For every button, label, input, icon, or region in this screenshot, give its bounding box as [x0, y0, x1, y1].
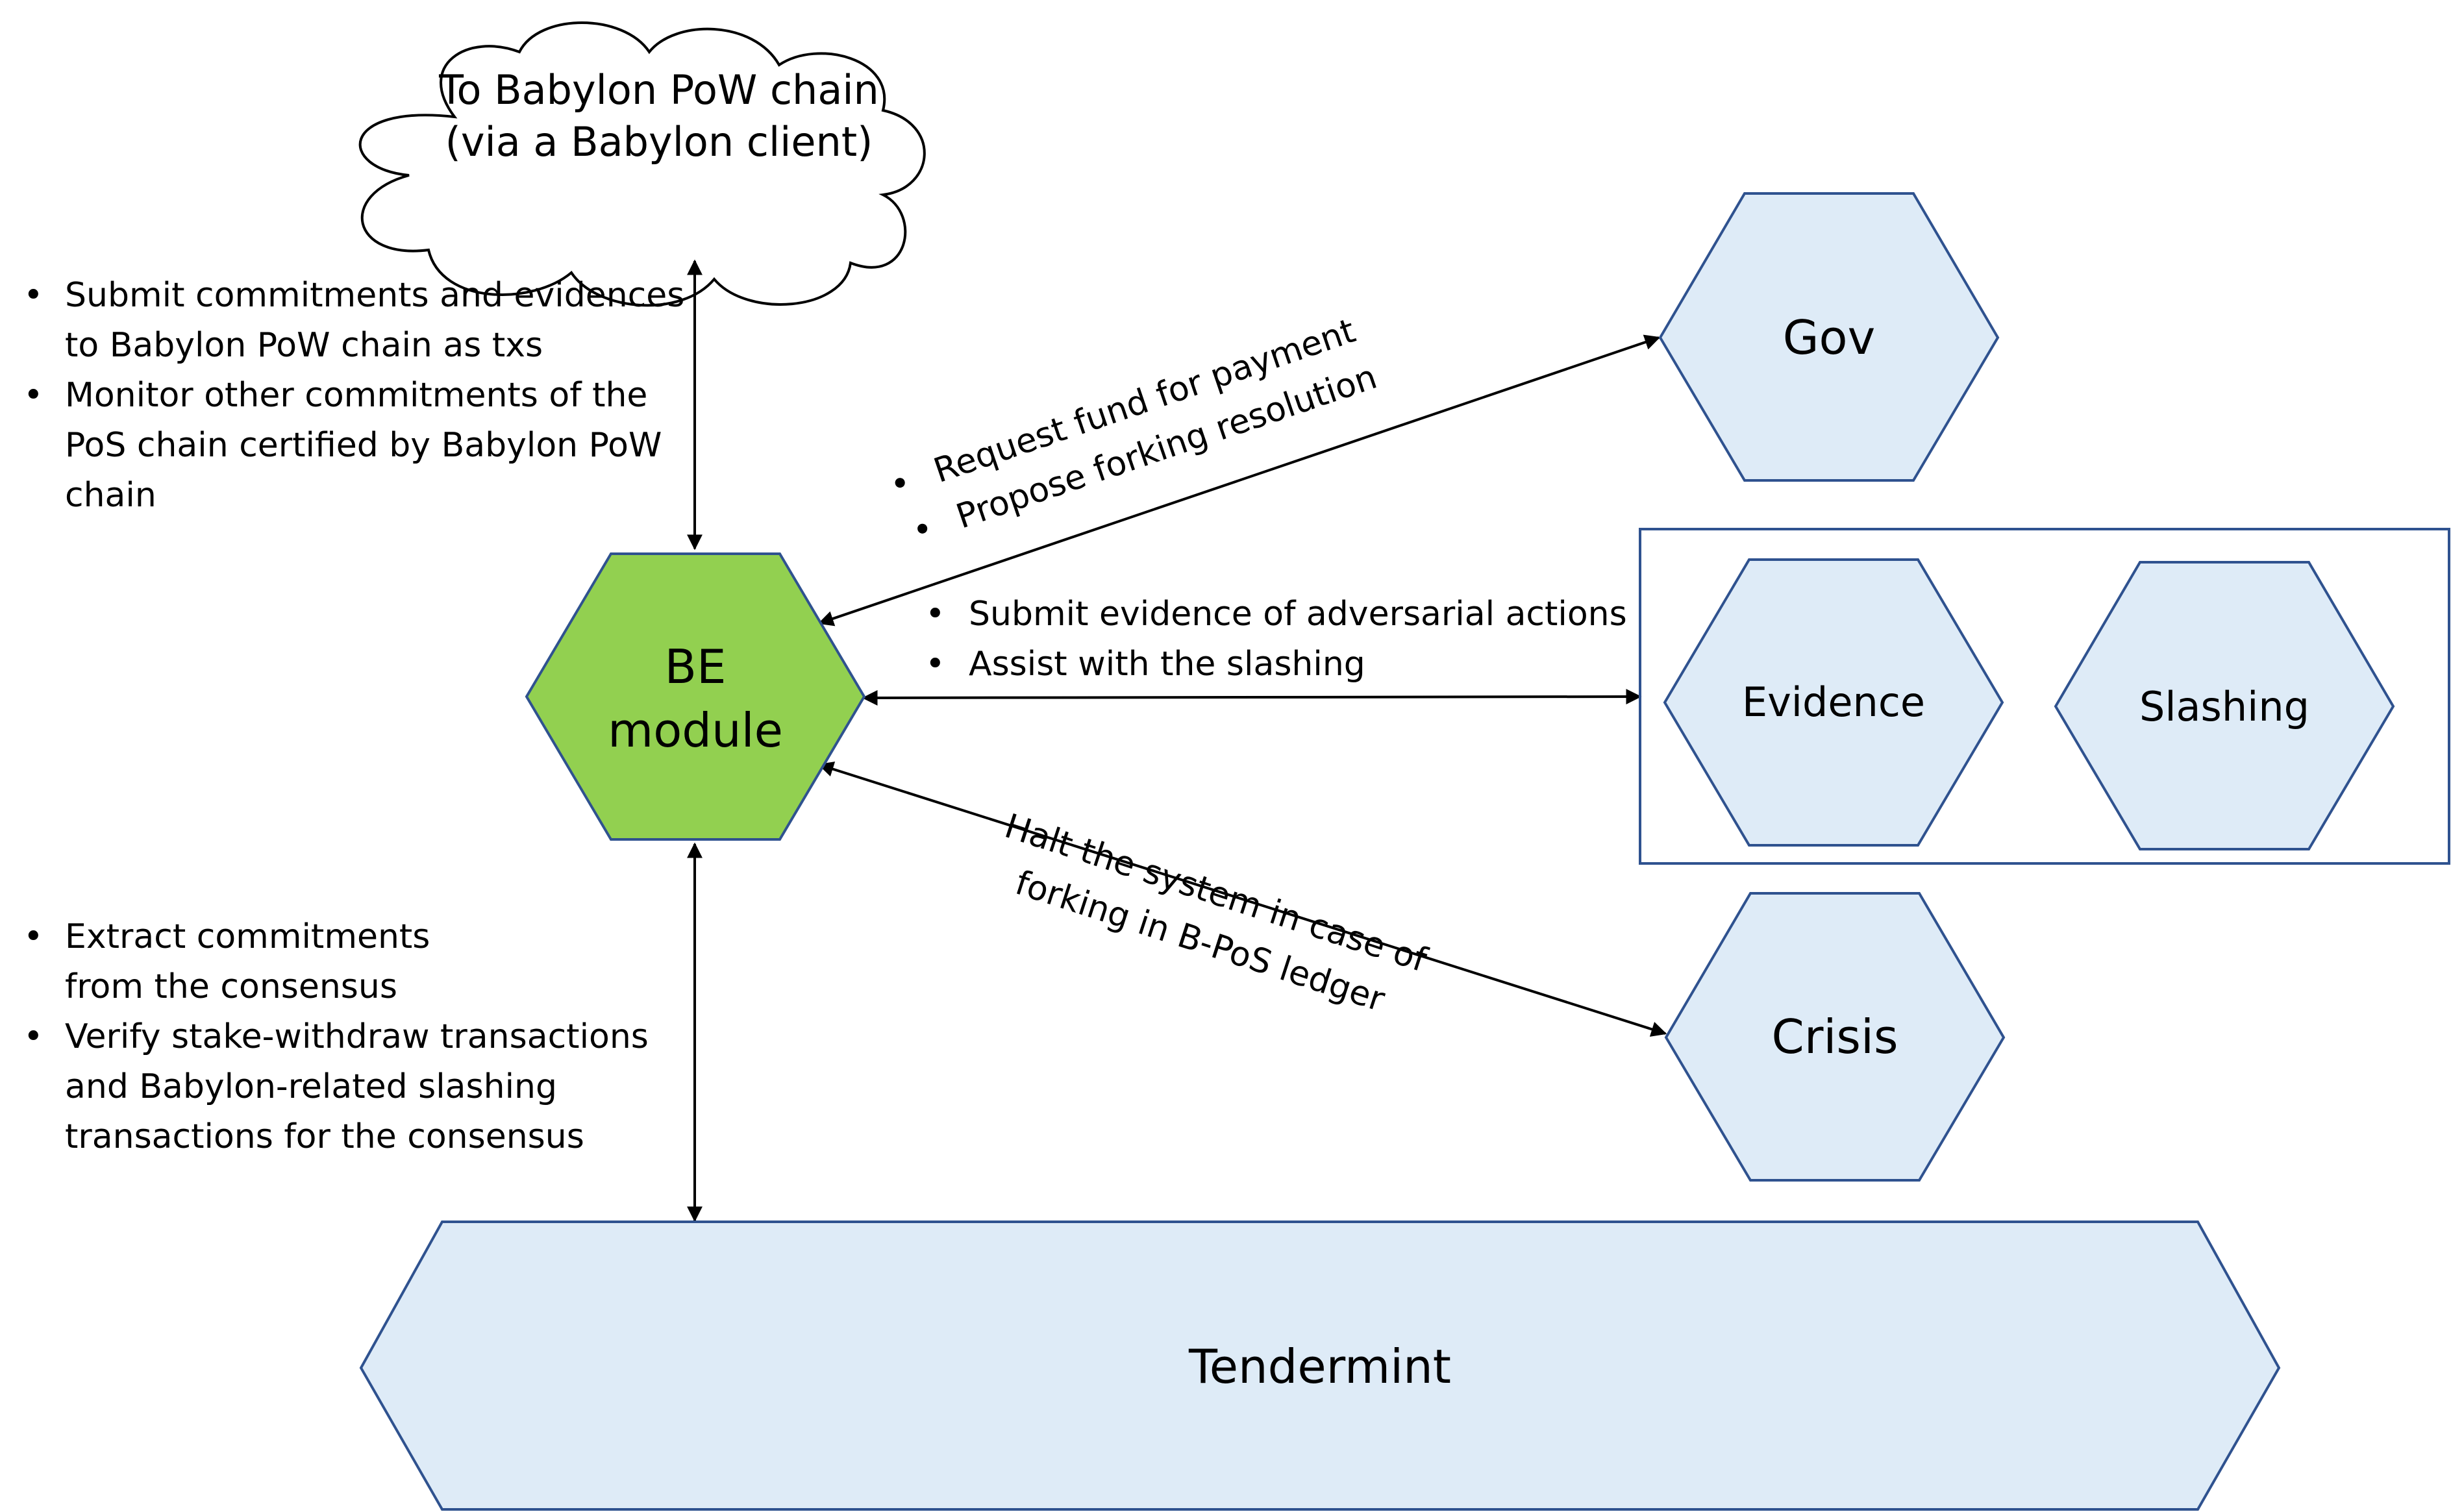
- crisis-label: Crisis: [1772, 1010, 1898, 1064]
- note-line: PoS chain certified by Babylon PoW: [65, 426, 662, 465]
- note-line: Submit evidence of adversarial actions: [969, 595, 1627, 634]
- gov-node: Gov: [1658, 192, 2000, 482]
- note-line: from the consensus: [65, 967, 397, 1006]
- tendermint-label: Tendermint: [1188, 1339, 1451, 1394]
- connector-be-gov: [817, 334, 1661, 626]
- notes-bottom-left: • Extract commitments from the consensus…: [23, 917, 649, 1156]
- evidence-node: Evidence: [1663, 558, 2004, 847]
- note-line: Assist with the slashing: [969, 645, 1365, 684]
- be-module-label-line1: BE: [665, 639, 727, 694]
- notes-top-left: • Submit commitments and evidences to Ba…: [23, 276, 684, 515]
- slashing-node: Slashing: [2054, 561, 2395, 850]
- note-line: Submit commitments and evidences: [65, 276, 684, 315]
- note-bullet: •: [907, 508, 938, 552]
- note-line: to Babylon PoW chain as txs: [65, 326, 543, 365]
- note-bullet: •: [23, 917, 44, 956]
- note-bullet: •: [23, 1017, 44, 1056]
- note-line: transactions for the consensus: [65, 1117, 584, 1156]
- be-module-node: BE module: [525, 552, 866, 841]
- note-bullet: •: [925, 645, 945, 684]
- note-bullet: •: [23, 376, 44, 415]
- note-bullet: •: [885, 462, 916, 506]
- notes-crisis-edge: Halt the system in case of forking in B-…: [1000, 807, 1432, 1020]
- gov-label: Gov: [1783, 310, 1875, 365]
- connector-be-evidence-group: [862, 689, 1642, 706]
- cloud-title-line2: (via a Babylon client): [445, 118, 873, 166]
- notes-evidence-edge: • Submit evidence of adversarial actions…: [925, 595, 1627, 684]
- babylon-pow-cloud: To Babylon PoW chain (via a Babylon clie…: [358, 21, 926, 307]
- crisis-node: Crisis: [1664, 892, 2006, 1182]
- evidence-label: Evidence: [1742, 678, 1925, 726]
- be-module-label-line2: module: [608, 703, 783, 758]
- tendermint-node: Tendermint: [359, 1221, 2281, 1511]
- note-line: and Babylon-related slashing: [65, 1067, 557, 1106]
- slashing-label: Slashing: [2139, 683, 2309, 730]
- note-line: Extract commitments: [65, 917, 430, 956]
- connector-be-crisis: [817, 762, 1667, 1037]
- cloud-title-line1: To Babylon PoW chain: [438, 66, 879, 114]
- note-line: chain: [65, 476, 156, 515]
- note-bullet: •: [23, 276, 44, 315]
- note-line: Monitor other commitments of the: [65, 376, 647, 415]
- note-bullet: •: [925, 595, 945, 634]
- note-line: Verify stake-withdraw transactions: [65, 1017, 649, 1056]
- evidence-slashing-group: [1639, 528, 2450, 865]
